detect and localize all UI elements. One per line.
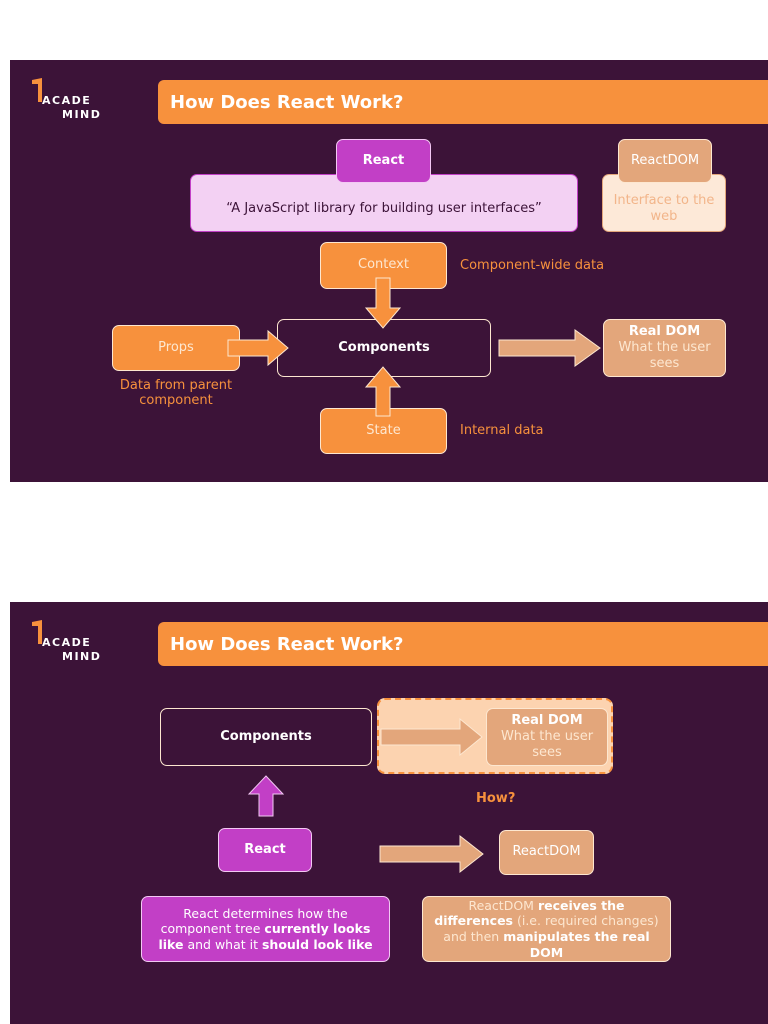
react-description: “A JavaScript library for building user … [226, 200, 542, 216]
logo-text-line2: MIND [62, 650, 102, 663]
reactdom-note-text-1: ReactDOM [468, 897, 538, 913]
context-label: Context [358, 257, 409, 273]
react-description-box: “A JavaScript library for building user … [190, 174, 578, 232]
react-note-bold-2: should look like [261, 936, 373, 952]
how-label: How? [476, 791, 516, 806]
reactdom-description: Interface to the web [613, 192, 715, 224]
components-label: Components [220, 728, 312, 744]
real-dom-title: Real DOM [511, 712, 583, 728]
arrow-context-to-components [364, 277, 402, 329]
academind-logo: ACADE MIND [32, 620, 112, 666]
react-label: React [244, 841, 286, 857]
reactdom-explanation: ReactDOM receives the differences (i.e. … [422, 896, 671, 962]
props-note: Data from parent component [119, 378, 233, 408]
logo-text-line1: ACADE [42, 94, 92, 107]
real-dom-subtitle: What the user sees [618, 339, 711, 372]
logo-text-line2: MIND [62, 108, 102, 121]
react-note-text-1: React determines how the component tree [160, 905, 348, 937]
components-label: Components [338, 339, 430, 355]
logo-mark-icon [32, 78, 42, 102]
react-explanation: React determines how the component tree … [141, 896, 390, 962]
arrow-react-to-components [247, 775, 285, 817]
state-note: Internal data [460, 423, 544, 438]
diagram-arrows [227, 277, 601, 417]
real-dom-title: Real DOM [628, 323, 701, 339]
slide-2: ACADE MIND How Does React Work? Componen… [10, 602, 768, 1024]
academind-logo: ACADE MIND [32, 78, 112, 124]
react-note-text-2: and what it [183, 936, 262, 952]
logo-text-line1: ACADE [42, 636, 92, 649]
slide-title: How Does React Work? [158, 622, 768, 666]
arrow-props-to-components [227, 329, 289, 367]
diagram-arrows [247, 717, 484, 874]
real-dom-box: Real DOM What the user sees [486, 708, 608, 766]
context-note: Component-wide data [460, 258, 605, 273]
react-note-bold-1: currently looks like [158, 921, 371, 952]
react-box: React [218, 828, 312, 872]
arrow-components-to-real-dom [498, 329, 601, 367]
slide-1: ACADE MIND How Does React Work? “A JavaS… [10, 60, 768, 482]
reactdom-box: ReactDOM [618, 139, 712, 183]
react-label: React [362, 152, 405, 168]
components-box: Components [277, 319, 491, 377]
slide-title: How Does React Work? [158, 80, 768, 124]
real-dom-box: Real DOM What the user sees [603, 319, 726, 377]
reactdom-note-bold-2: manipulates the real DOM [503, 929, 650, 960]
state-label: State [366, 422, 401, 438]
reactdom-description-box: Interface to the web [602, 174, 726, 232]
components-box: Components [160, 708, 372, 766]
arrow-state-to-components [364, 366, 402, 417]
props-box: Props [112, 325, 240, 371]
arrow-react-to-reactdom [379, 834, 484, 874]
reactdom-label: ReactDOM [512, 844, 581, 860]
reactdom-note-bold-1: receives the differences [434, 897, 625, 929]
props-label: Props [158, 339, 194, 355]
reactdom-note-text-2: (i.e. required changes) and then [443, 913, 659, 944]
reactdom-label: ReactDOM [630, 152, 700, 168]
react-box: React [336, 139, 431, 183]
logo-mark-icon [32, 620, 42, 644]
real-dom-subtitle: What the user sees [500, 728, 594, 761]
arrow-components-to-real-dom [380, 717, 483, 757]
reactdom-box: ReactDOM [499, 830, 594, 875]
